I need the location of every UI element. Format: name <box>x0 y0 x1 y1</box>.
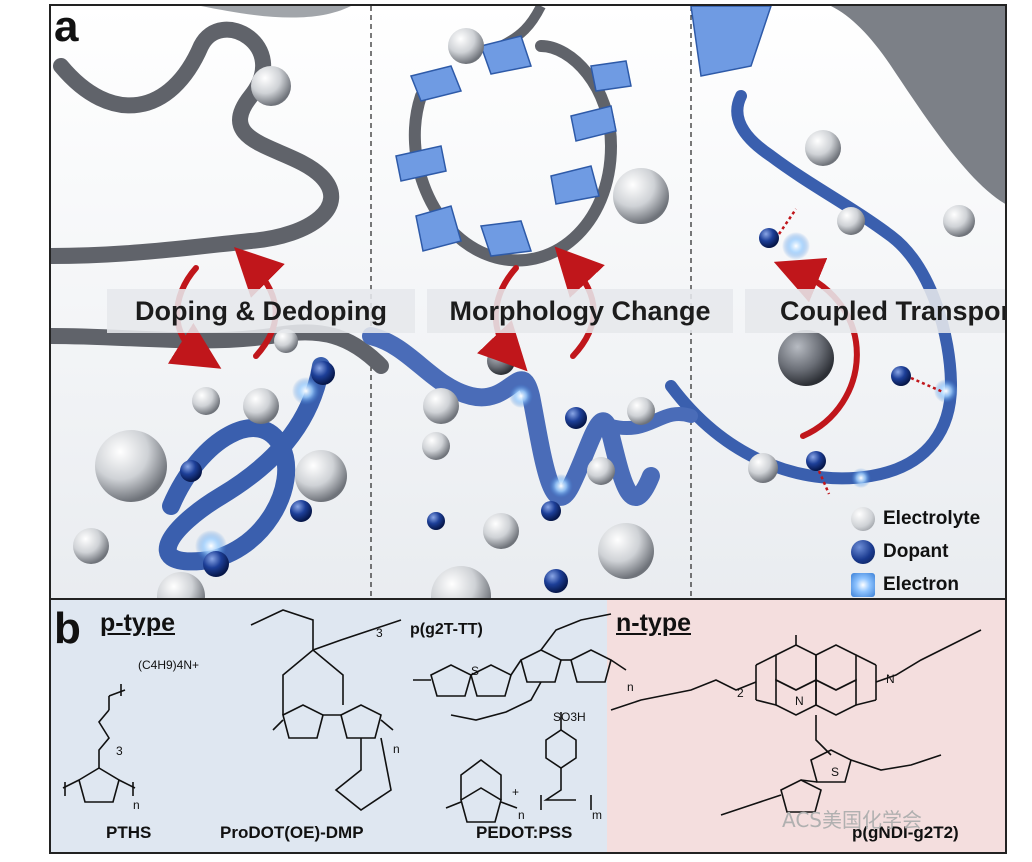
crystal-shards <box>395 6 772 257</box>
structure-name-pedot-pss: PEDOT:PSS <box>476 823 573 842</box>
dopant-spheres <box>180 228 911 593</box>
sulfur-label: S <box>831 765 840 779</box>
plus-label: + <box>512 785 520 799</box>
watermark-text: ACS美国化学会 <box>782 808 922 832</box>
n-type-heading: n-type <box>616 609 691 637</box>
structure-name-pths: PTHS <box>106 823 152 842</box>
n-atom-label: N <box>795 694 804 708</box>
structure-name-g2t-tt: p(g2T-TT) <box>410 621 483 638</box>
n-type-region <box>607 600 1005 852</box>
structure-name-prodot: ProDOT(OE)-DMP <box>220 823 364 842</box>
legend: Electrolyte Dopant Electron <box>851 502 1001 598</box>
legend-label: Electron <box>883 573 960 595</box>
bg-blob <box>201 6 351 18</box>
structure-name-gndi: p(gNDI-g2T2) <box>852 823 959 842</box>
doped-chain <box>362 327 660 506</box>
polymer-ring <box>408 40 618 267</box>
doped-chain <box>665 90 958 485</box>
banner-coupled-transport: Coupled Transport <box>745 289 1005 333</box>
chemical-bonds <box>62 609 982 823</box>
panel-letter-b: b <box>54 604 81 653</box>
subscript-n: n <box>518 808 525 822</box>
legend-item-dopant: Dopant <box>851 535 1001 568</box>
legend-item-electron: Electron <box>851 568 1001 598</box>
thiophene-ring <box>78 767 120 803</box>
bg-blob-right <box>831 6 1005 204</box>
legend-label: Electrolyte <box>883 507 981 529</box>
electrolyte-sphere-icon <box>851 506 875 531</box>
doped-chain <box>158 357 330 571</box>
polymer-chain <box>51 21 340 264</box>
subscript-n: n <box>627 680 634 694</box>
electron-glow-icon <box>851 572 875 597</box>
subscript-2: 2 <box>737 686 744 700</box>
subscript-3: 3 <box>376 626 383 640</box>
electron-glows <box>195 232 958 562</box>
subscript-n: n <box>393 742 400 756</box>
doped-chain <box>604 407 698 435</box>
subscript-n: n <box>133 798 140 812</box>
banner-doping: Doping & Dedoping <box>107 289 415 333</box>
counter-ion-label: (C4H9)4N+ <box>138 658 200 672</box>
panel-letter-a: a <box>54 2 79 51</box>
sulfur-label: S <box>471 664 480 678</box>
dopant-sphere-icon <box>851 539 875 564</box>
banner-morphology: Morphology Change <box>427 289 733 333</box>
gray-sphere <box>778 330 834 386</box>
p-type-heading: p-type <box>100 609 175 637</box>
electrolyte-spheres <box>73 28 975 598</box>
panel-a: Doping & Dedoping Morphology Change Coup… <box>49 4 1007 600</box>
legend-item-electrolyte: Electrolyte <box>851 502 1001 535</box>
subscript-3: 3 <box>116 744 123 758</box>
n-atom-label: N <box>886 672 895 686</box>
p-type-region <box>51 600 607 852</box>
dopant-links <box>777 208 944 495</box>
subscript-m: m <box>592 808 602 822</box>
legend-label: Dopant <box>883 540 949 562</box>
structures-drawing <box>62 609 982 823</box>
polymer-chain <box>51 324 389 374</box>
panel-b <box>49 600 1007 854</box>
so3h-label: SO3H <box>553 710 586 724</box>
